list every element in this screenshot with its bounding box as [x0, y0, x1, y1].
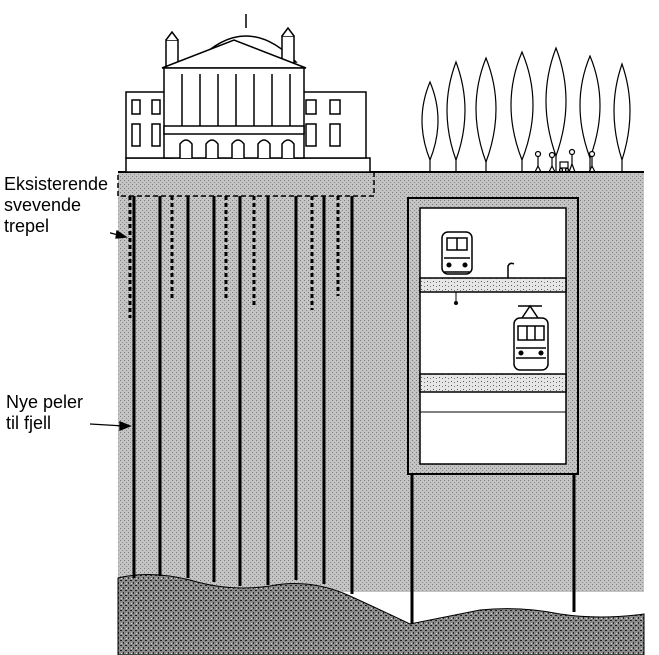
underground-station [407, 197, 579, 624]
trees-icon [421, 46, 631, 172]
lower-platform-slab [419, 373, 567, 393]
pedestrians-icon [534, 148, 596, 173]
new-piles-line-1: Nye peler [6, 392, 84, 412]
existing-piles-label: Eksisterende svevende trepel [2, 174, 111, 237]
existing-timber-piles [128, 196, 340, 318]
bedrock-layer [117, 573, 645, 655]
historic-building-icon [125, 14, 371, 173]
tram-icon [513, 304, 549, 371]
new-piles-label: Nye peler til fjell [4, 392, 86, 434]
new-piles-line-2: til fjell [6, 413, 52, 433]
existing-piles-line-3: trepel [4, 216, 50, 236]
metro-train-icon [441, 231, 473, 275]
new-piles [132, 196, 354, 594]
existing-piles-line-1: Eksisterende [4, 174, 109, 194]
upper-platform-slab [419, 277, 567, 293]
existing-piles-line-2: svevende [4, 195, 82, 215]
